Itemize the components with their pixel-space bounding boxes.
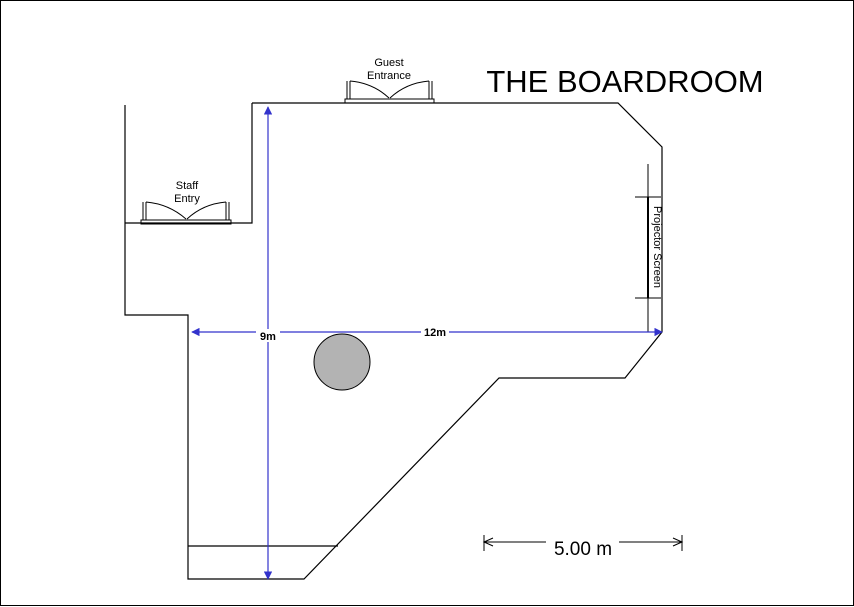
room-outline (124, 102, 663, 580)
staff-entry-door (140, 201, 232, 225)
round-table (313, 333, 371, 391)
room-walls (124, 102, 663, 580)
guest-entrance-label-line2: Entrance (367, 70, 411, 82)
scale-bar (482, 535, 684, 551)
alcove-wall (125, 103, 253, 224)
guest-entrance-label-line1: Guest (374, 57, 403, 69)
staff-entry-label-line1: Staff (176, 180, 199, 192)
projector-screen (635, 164, 661, 332)
depth-dimension-label: 9m (260, 331, 276, 343)
guest-entrance-door (344, 80, 435, 104)
page-title: THE BOARDROOM (486, 64, 763, 99)
staff-entry-label-line2: Entry (174, 193, 200, 205)
scale-bar-label: 5.00 m (554, 539, 612, 560)
projector-screen-label: Projector Screen (651, 206, 663, 288)
dimension-lines (191, 106, 663, 580)
width-dimension-label: 12m (424, 327, 446, 339)
